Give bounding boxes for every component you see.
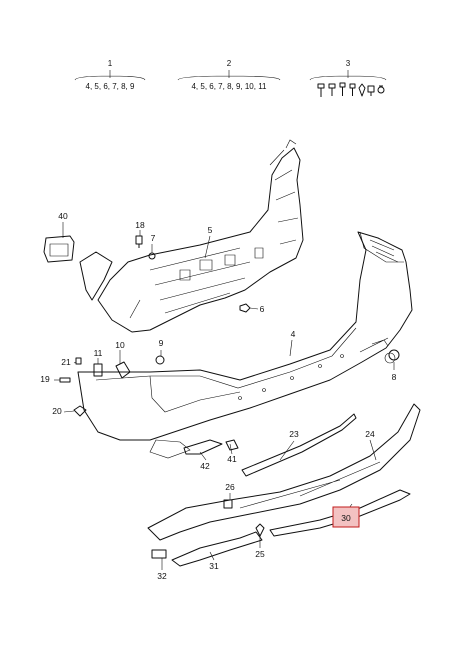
group-2-items: 4, 5, 6, 7, 8, 9, 10, 11 (191, 82, 267, 91)
label-11: 11 (94, 348, 103, 358)
label-25: 25 (255, 549, 265, 559)
group-1-number: 1 (108, 59, 113, 68)
diffuser-trim[interactable] (147, 403, 421, 541)
group-3[interactable]: 3 (309, 59, 387, 97)
label-18: 18 (135, 220, 145, 230)
callout-labels: 40 18 7 5 6 4 9 8 21 11 10 19 20 23 24 4… (40, 211, 396, 581)
leader-lines (54, 222, 395, 570)
label-6: 6 (260, 304, 265, 314)
label-24: 24 (365, 429, 375, 439)
label-19: 19 (40, 374, 50, 384)
group-1-bracket (74, 70, 146, 81)
group-2-number: 2 (227, 59, 232, 68)
label-8: 8 (392, 372, 397, 382)
label-9: 9 (159, 338, 164, 348)
label-23: 23 (289, 429, 299, 439)
group-2[interactable]: 2 4, 5, 6, 7, 8, 9, 10, 11 (177, 59, 281, 91)
bumper-carrier[interactable] (97, 139, 304, 333)
label-20: 20 (52, 406, 62, 416)
highlight-part-30[interactable]: 30 (332, 506, 360, 528)
label-10: 10 (115, 340, 125, 350)
group-3-number: 3 (346, 59, 351, 68)
bumper-cover[interactable] (77, 231, 413, 459)
label-32: 32 (157, 571, 167, 581)
group-1-items: 4, 5, 6, 7, 8, 9 (86, 82, 135, 91)
label-21: 21 (61, 357, 71, 367)
label-41: 41 (227, 454, 237, 464)
label-42: 42 (200, 461, 210, 471)
label-30: 30 (341, 513, 351, 523)
label-31: 31 (209, 561, 219, 571)
label-4: 4 (291, 329, 296, 339)
label-26: 26 (225, 482, 235, 492)
group-1[interactable]: 1 4, 5, 6, 7, 8, 9 (74, 59, 146, 91)
group-3-bracket (309, 70, 387, 81)
trim-strip-23[interactable] (241, 413, 357, 477)
label-7: 7 (151, 233, 156, 243)
label-5: 5 (208, 225, 213, 235)
hardware-icons (317, 82, 385, 97)
left-bracket[interactable] (43, 235, 113, 301)
label-40: 40 (58, 211, 68, 221)
spoiler-lower-trim[interactable] (171, 531, 263, 567)
group-2-bracket (177, 70, 281, 81)
